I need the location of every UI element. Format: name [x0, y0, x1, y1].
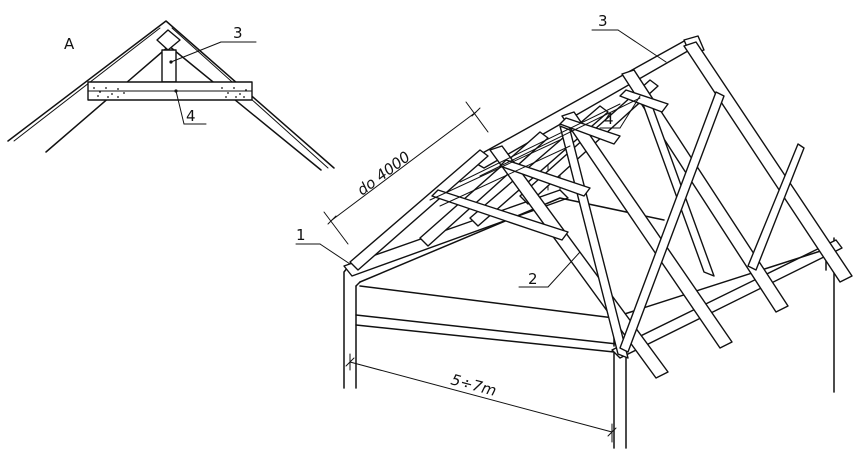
main-roof: 1 2 3 4 do 4000 5÷7m [295, 12, 853, 449]
rafter-right-1 [489, 145, 669, 379]
dim-length-label: do 4000 [354, 148, 414, 199]
detail-leader-4 [175, 90, 185, 125]
attic-floor-right [611, 247, 831, 319]
collar-beams [431, 89, 669, 241]
detail-callout-3: 3 [233, 24, 243, 42]
detail-a: A 3 4 [7, 20, 335, 171]
collar-beam-1 [431, 189, 569, 241]
collar-beam-2 [499, 159, 591, 197]
detail-post [161, 49, 177, 83]
wall-front-top [355, 314, 627, 346]
detail-rafter-outer [7, 20, 335, 169]
strut-4 [747, 143, 805, 271]
detail-collar-dots [93, 87, 247, 98]
detail-ridge-clamp [156, 29, 181, 51]
detail-rafter-inner [45, 45, 322, 171]
rafter-left-1 [349, 149, 489, 271]
detail-callout-4: 4 [186, 107, 196, 125]
purlin-lines [429, 97, 641, 207]
struts [559, 91, 805, 359]
rafter-right-4 [683, 41, 853, 283]
wall-plates [343, 161, 843, 359]
rafters-right-slope [489, 41, 853, 379]
strut-3 [619, 91, 725, 353]
callout-2: 2 [528, 270, 538, 288]
detail-leader-3 [170, 41, 222, 63]
collar-beam-4 [619, 89, 669, 113]
rafter-right-2 [561, 111, 733, 349]
detail-label: A [64, 35, 75, 53]
callout-4: 4 [604, 110, 614, 128]
wall-top-edge [359, 285, 615, 347]
detail-rafter-edge-left [13, 27, 161, 142]
rafter-right-3 [621, 69, 789, 313]
wall-front-left-outer [343, 261, 353, 389]
callout-1: 1 [296, 226, 306, 244]
rafter-left-3 [469, 105, 609, 227]
callout-3: 3 [598, 12, 608, 30]
collar-beam-3 [559, 117, 621, 145]
dimension-span: 5÷7m [345, 353, 617, 443]
rafters-left-slope [349, 79, 659, 271]
